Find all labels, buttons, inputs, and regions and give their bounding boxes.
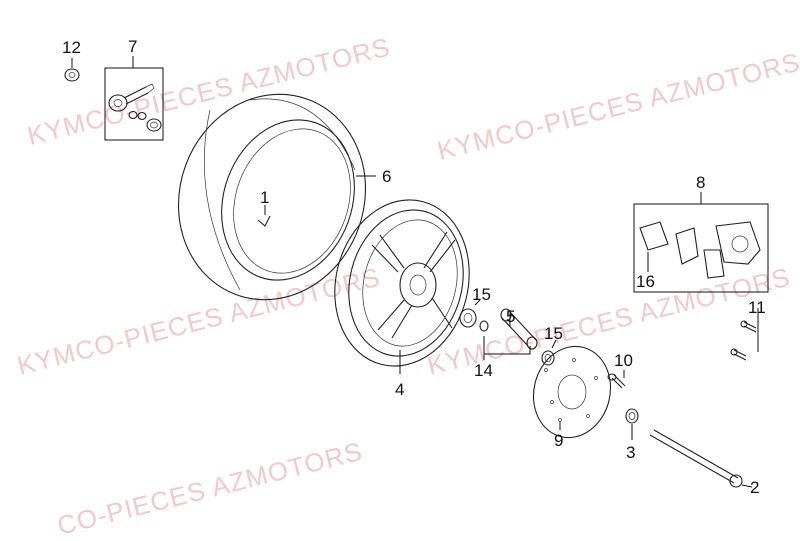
callout-16: 16 [636, 272, 655, 291]
watermark-text: KYMCO-PIECES AZMOTORS [434, 46, 800, 165]
callout-9: 9 [554, 431, 563, 450]
part-9-brake-disc [532, 345, 612, 439]
callout-4: 4 [395, 380, 404, 399]
part-6-tire [177, 93, 376, 301]
part-2-axle [649, 429, 753, 488]
part-3-collar [625, 408, 639, 440]
callout-3: 3 [626, 443, 635, 462]
callout-15a: 15 [472, 285, 491, 304]
callout-14: 14 [474, 361, 493, 380]
watermark-text: KYMCO-PIECES AZMOTORS [14, 261, 383, 380]
callout-12: 12 [62, 38, 81, 57]
watermark-layer: KYMCO-PIECES AZMOTORS KYMCO-PIECES AZMOT… [14, 31, 800, 540]
part-10-disc-bolt [607, 370, 626, 389]
callout-7: 7 [128, 37, 137, 56]
callout-15b: 15 [544, 324, 563, 343]
callout-11: 11 [748, 298, 766, 317]
part-1-valve-stem [257, 205, 271, 227]
bearing-spacer-group [459, 299, 557, 366]
part-4-rim [334, 199, 470, 374]
callout-2: 2 [750, 478, 759, 497]
part-7-valve-kit [104, 56, 164, 141]
callout-6: 6 [382, 167, 391, 186]
callout-5: 5 [506, 307, 515, 326]
part-8-caliper-kit [633, 192, 769, 293]
callout-labels: 1 2 3 4 5 6 7 8 9 10 11 12 14 15 15 16 [62, 37, 766, 497]
callout-10: 10 [614, 351, 633, 370]
part-12-nut [64, 58, 80, 82]
callout-1: 1 [260, 188, 269, 207]
callout-8: 8 [696, 173, 705, 192]
watermark-text: CO-PIECES AZMOTORS [54, 436, 366, 541]
part-11-caliper-bolts [730, 308, 759, 361]
